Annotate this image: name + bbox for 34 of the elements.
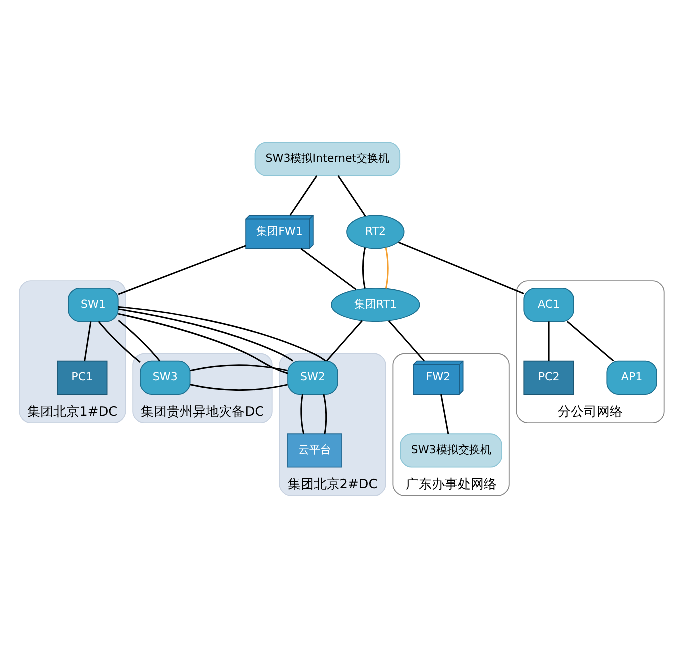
connector bbox=[338, 176, 366, 217]
connector bbox=[118, 245, 246, 296]
connector bbox=[385, 248, 389, 289]
node-box: SW3 bbox=[140, 360, 191, 395]
connector bbox=[362, 248, 366, 289]
connector bbox=[388, 320, 425, 362]
node-box: AC1 bbox=[524, 288, 574, 322]
connector bbox=[190, 384, 288, 392]
connector bbox=[548, 322, 550, 362]
node-box: 云平台 bbox=[287, 434, 342, 468]
node-ellipse: 集团RT1 bbox=[331, 288, 420, 322]
connector bbox=[118, 306, 326, 362]
connector bbox=[323, 394, 328, 434]
connector bbox=[440, 394, 450, 434]
node-box: PC1 bbox=[57, 360, 108, 395]
connector bbox=[98, 321, 141, 364]
connector bbox=[398, 242, 524, 294]
node-box: SW1 bbox=[68, 288, 119, 322]
connector bbox=[300, 394, 305, 434]
connector bbox=[190, 364, 288, 372]
connector bbox=[290, 176, 318, 216]
connector bbox=[118, 308, 294, 362]
connector bbox=[300, 248, 357, 290]
node-box: AP1 bbox=[606, 360, 658, 395]
node-box: SW3模拟交换机 bbox=[400, 434, 502, 468]
connector bbox=[118, 320, 161, 362]
node-ellipse: RT2 bbox=[346, 215, 405, 250]
node-box: SW3模拟Internet交换机 bbox=[254, 142, 401, 176]
connector bbox=[326, 320, 363, 362]
connector bbox=[84, 322, 92, 362]
connector bbox=[567, 321, 614, 362]
node-box: SW2 bbox=[288, 360, 338, 395]
connector bbox=[118, 313, 288, 374]
node-box: PC2 bbox=[524, 360, 574, 395]
